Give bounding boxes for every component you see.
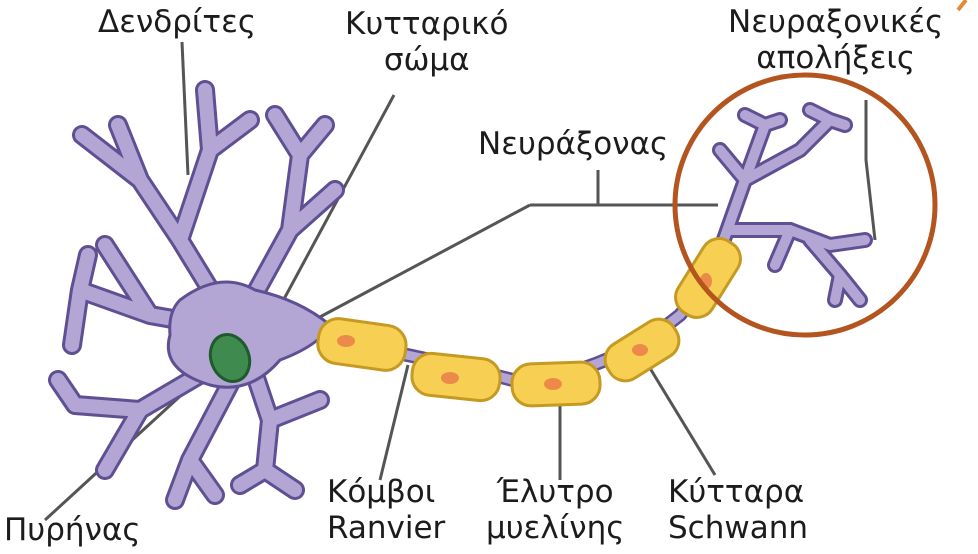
label-dendrites: Δενδρίτες [98,4,256,40]
label-myelin-sheath: Έλυτρο μυελίνης [486,474,624,546]
myelin-line-2: μυελίνης [486,510,624,546]
axon-terminals-line-1: Νευραξονικές [728,4,943,40]
cell-body-line-2: σώμα [345,42,508,78]
schwann-cell [410,352,502,403]
schwann-cell [315,316,408,373]
label-axon: Νευράξονας [478,126,668,162]
myelin-line-1: Έλυτρο [486,474,624,510]
highlight-mark [958,0,966,10]
schwann-line-1: Κύτταρα [668,474,808,510]
label-nucleus: Πυρήνας [4,512,141,548]
label-cell-body: Κυτταρικό σώμα [345,6,508,78]
axon-terminals [720,110,865,300]
cell-body-line-1: Κυτταρικό [345,6,508,42]
label-schwann-cells: Κύτταρα Schwann [668,474,808,546]
dendrites-text: Δενδρίτες [98,4,256,40]
schwann-line-2: Schwann [668,510,808,546]
nucleus-text: Πυρήνας [4,512,141,548]
axon-text: Νευράξονας [478,126,668,162]
ranvier-line-1: Κόμβοι [327,474,445,510]
schwann-cell [598,312,685,387]
schwann-cell [511,361,600,406]
label-axon-terminals: Νευραξονικές απολήξεις [728,4,943,76]
label-nodes-of-ranvier: Κόμβοι Ranvier [327,474,445,546]
ranvier-line-2: Ranvier [327,510,445,546]
axon-terminals-line-2: απολήξεις [728,40,943,76]
